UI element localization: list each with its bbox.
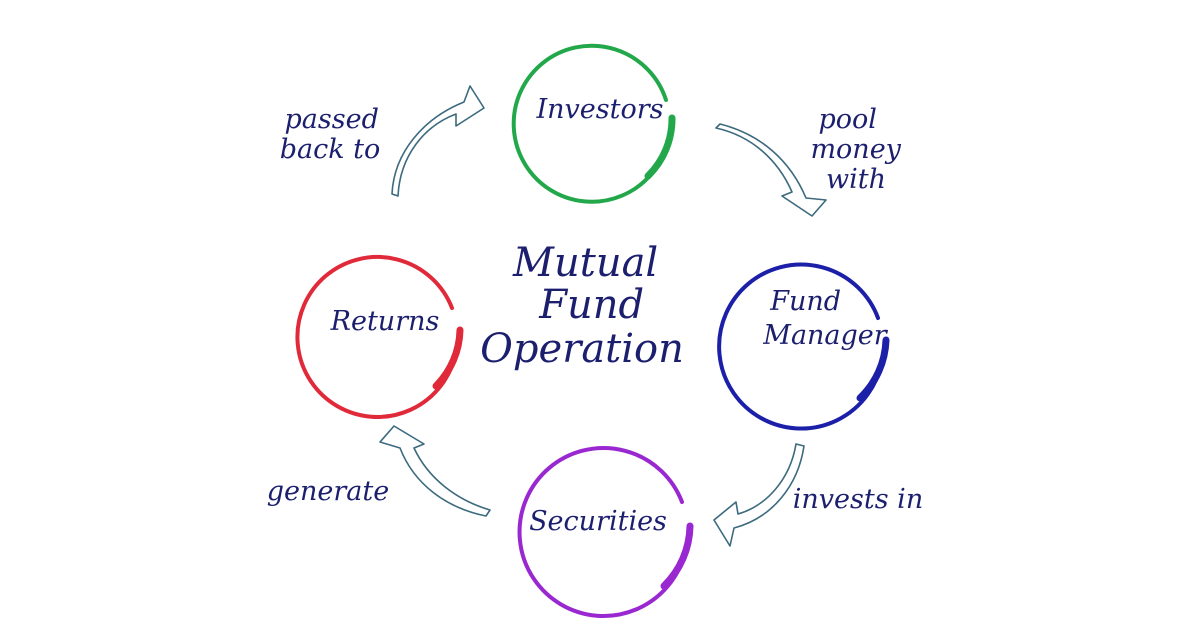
fund-manager-label: Fund Manager bbox=[762, 286, 888, 351]
returns-ring-thick bbox=[432, 326, 464, 390]
arrow-investors-to-fund-manager bbox=[715, 123, 827, 217]
returns-label: Returns bbox=[330, 306, 440, 337]
securities-ring bbox=[517, 446, 688, 618]
fund-manager-ring bbox=[717, 262, 884, 431]
arrow-securities-to-returns bbox=[379, 425, 491, 517]
securities-ring-thick bbox=[660, 522, 694, 590]
investors-label: Investors bbox=[535, 94, 663, 125]
arrow-fund-manager-to-securities bbox=[713, 443, 805, 547]
edge-label-invests-in: invests in bbox=[793, 484, 923, 515]
node-investors: Investors bbox=[511, 43, 676, 204]
investors-ring-thick bbox=[644, 114, 676, 180]
securities-label: Securities bbox=[529, 506, 667, 537]
node-securities: Securities bbox=[517, 446, 694, 618]
fund-manager-ring-thick bbox=[856, 336, 890, 402]
investors-ring bbox=[511, 43, 670, 204]
edge-label-pool-money-with: pool money with bbox=[810, 104, 909, 195]
returns-ring bbox=[295, 254, 458, 419]
diagram-title: Mutual Fund Operation bbox=[480, 240, 684, 372]
arrow-returns-to-investors bbox=[391, 85, 485, 197]
edge-label-passed-back-to: passed back to bbox=[280, 104, 388, 165]
edge-label-generate: generate bbox=[267, 476, 389, 507]
node-returns: Returns bbox=[295, 254, 464, 419]
node-fund-manager: Fund Manager bbox=[717, 262, 890, 431]
